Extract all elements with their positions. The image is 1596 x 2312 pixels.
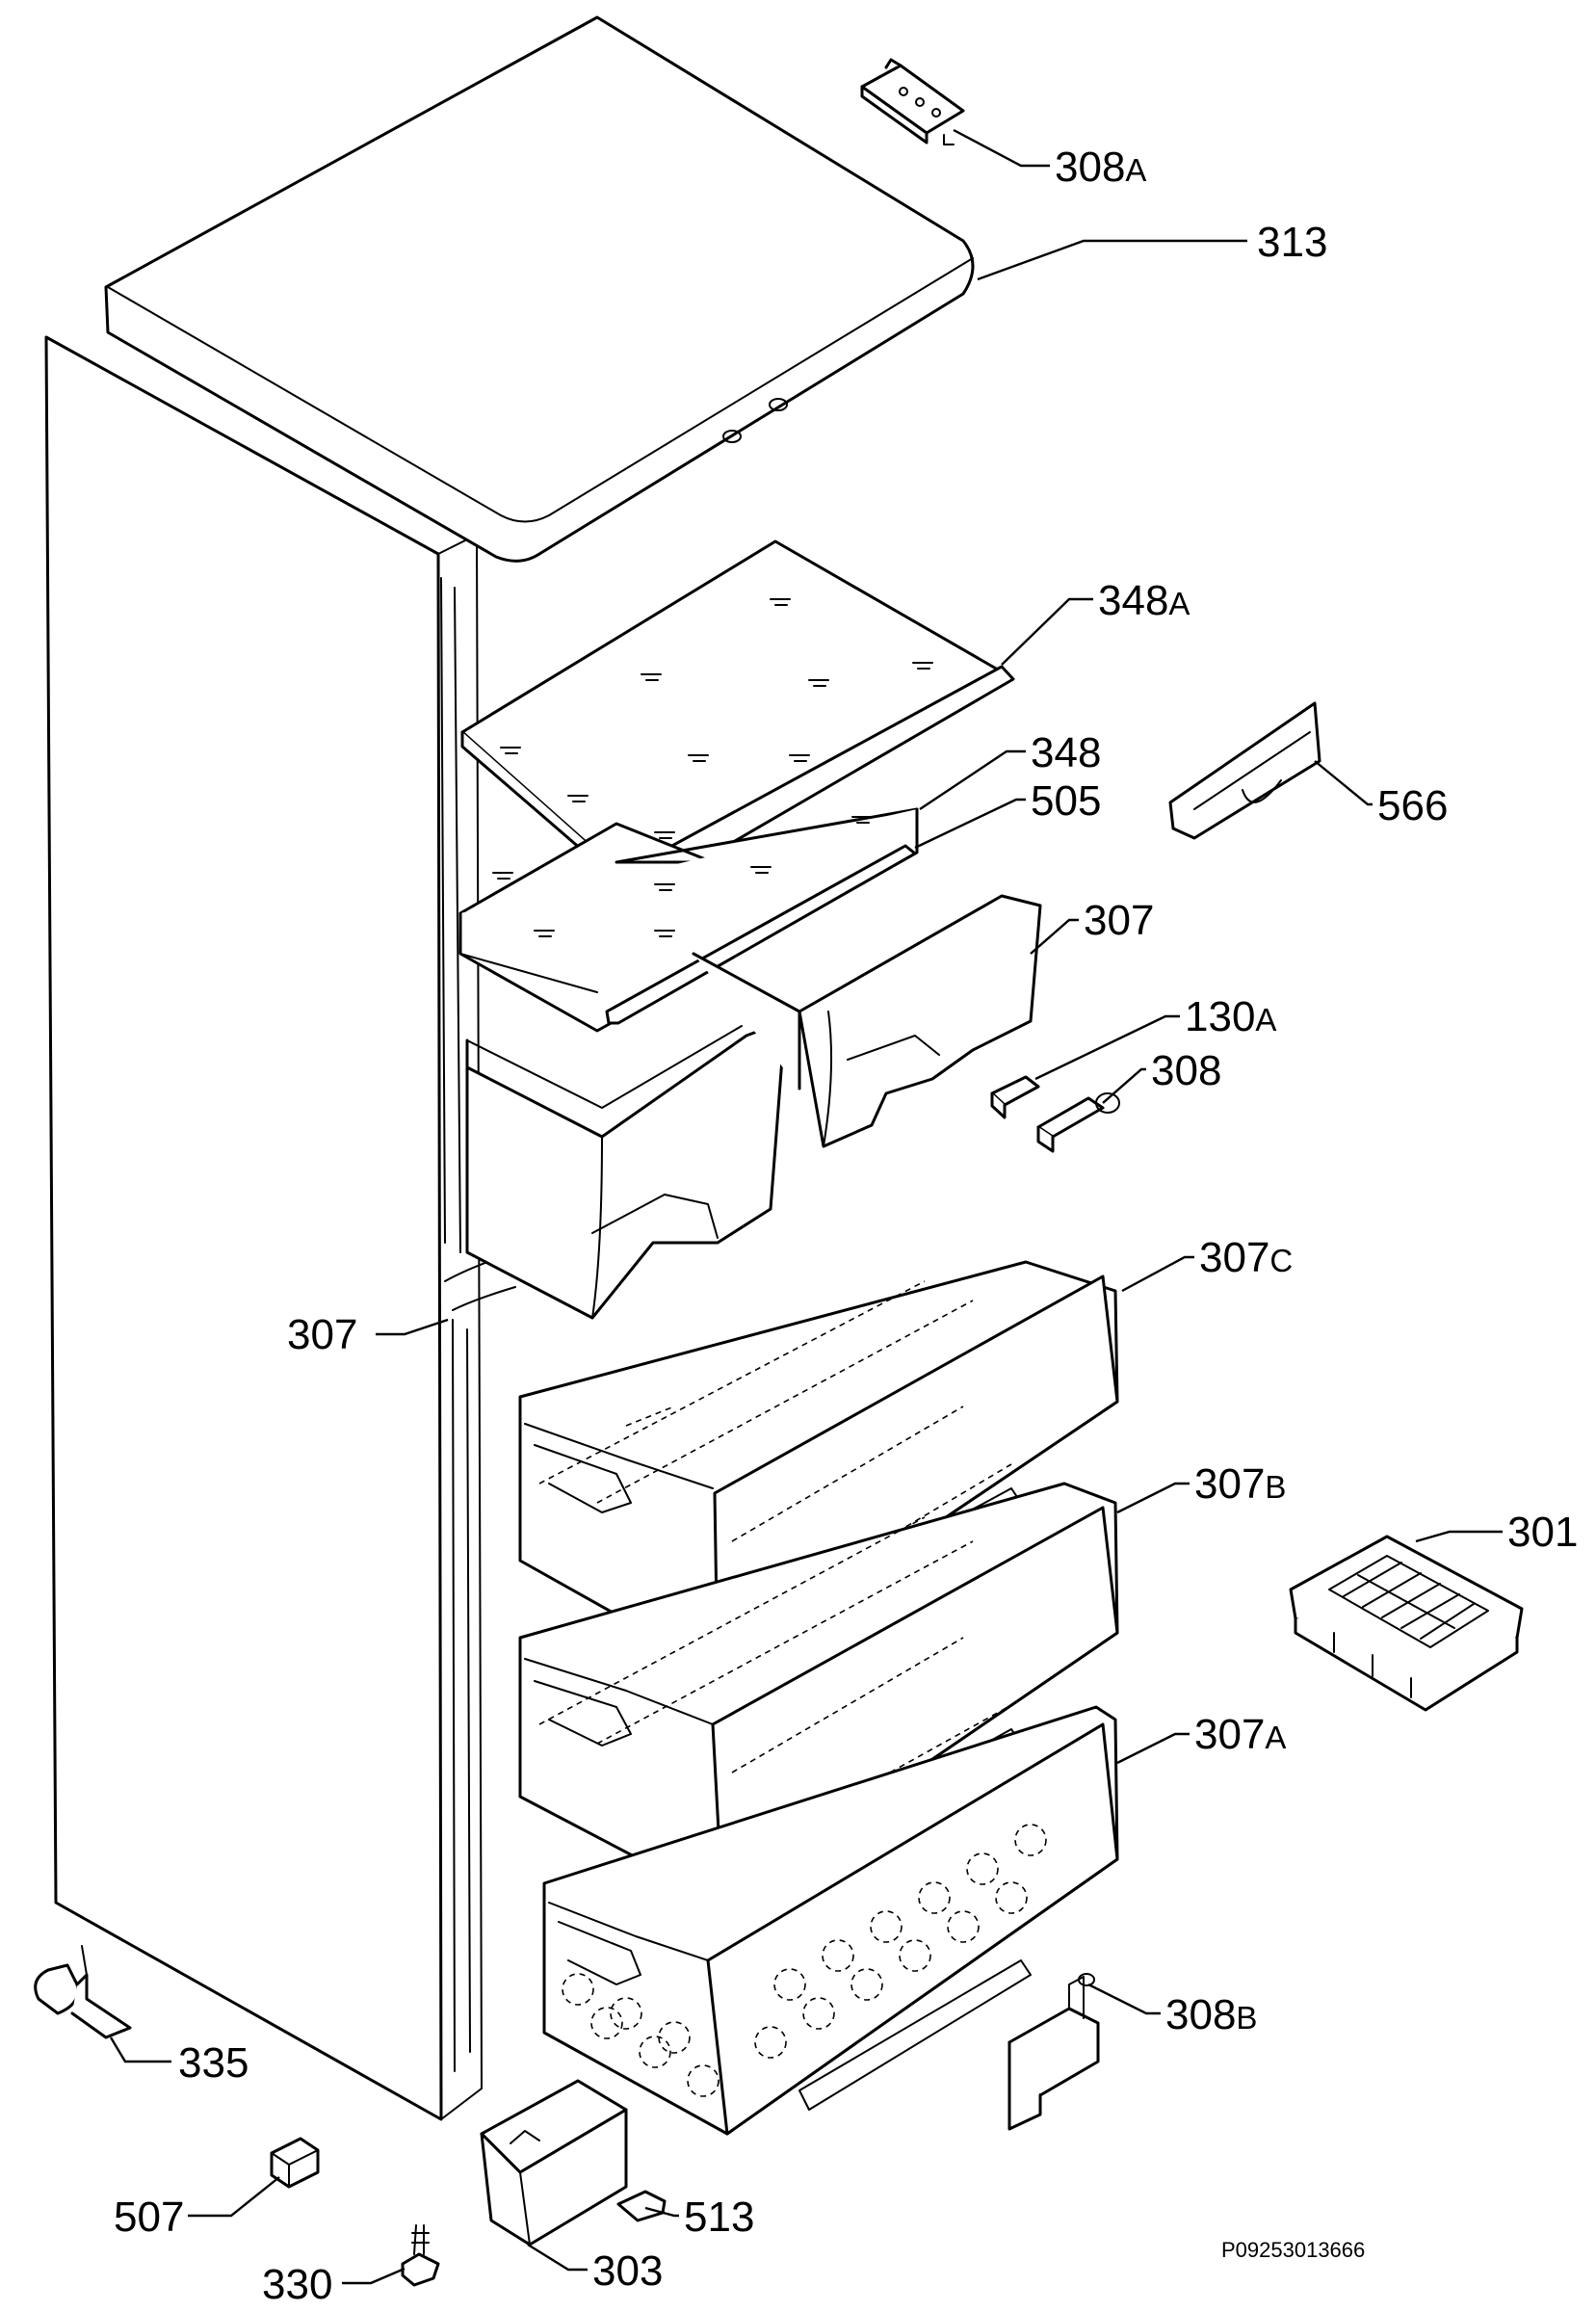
freezer-drawer-307a: [542, 1705, 1119, 2136]
plinth-303: [480, 2079, 628, 2246]
upper-drawer-307-right: [692, 894, 1042, 1148]
label-505: 505: [1031, 777, 1101, 825]
clip-507: [270, 2137, 320, 2189]
label-313: 313: [1257, 219, 1327, 266]
drawing-code: P09253013666: [1221, 2238, 1365, 2262]
label-307-left: 307: [287, 1311, 357, 1358]
rail-505: [605, 844, 917, 1025]
label-307a: 307A: [1194, 1711, 1286, 1758]
upper-drawer-307-left: [465, 1019, 787, 1320]
top-cover-313: [104, 15, 975, 563]
glass-shelf-348: [458, 807, 919, 1033]
cabinet-body: [44, 335, 516, 2121]
label-307-top: 307: [1084, 897, 1154, 944]
label-566: 566: [1377, 782, 1448, 829]
label-308a: 308A: [1055, 144, 1146, 191]
label-307c: 307C: [1199, 1234, 1293, 1281]
label-303: 303: [592, 2247, 663, 2295]
label-308b: 308B: [1165, 1991, 1257, 2038]
label-335: 335: [178, 2039, 249, 2087]
bottom-hinge-308b: [1007, 1973, 1100, 2131]
part-130a: [990, 1075, 1040, 1119]
label-330: 330: [262, 2261, 332, 2308]
hinge-308: [1036, 1092, 1120, 1153]
part-labels: 308A 313 348A 348 505 566 307 130A 308 3…: [114, 144, 1578, 2308]
top-hinge-308a: [860, 58, 965, 145]
label-301: 301: [1507, 1509, 1578, 1556]
label-507: 507: [114, 2194, 184, 2241]
label-308: 308: [1151, 1047, 1221, 1094]
hinge-335: [34, 1945, 132, 2039]
leader-lines: [109, 128, 1503, 2285]
clip-513: [616, 2190, 667, 2222]
foot-330: [401, 2224, 440, 2287]
label-307b: 307B: [1194, 1460, 1286, 1508]
label-348a: 348A: [1098, 577, 1190, 624]
handle-566: [1168, 701, 1321, 840]
label-130a: 130A: [1185, 993, 1276, 1040]
ice-tray-301: [1289, 1535, 1524, 1712]
label-513: 513: [684, 2194, 754, 2241]
label-348: 348: [1031, 729, 1101, 776]
